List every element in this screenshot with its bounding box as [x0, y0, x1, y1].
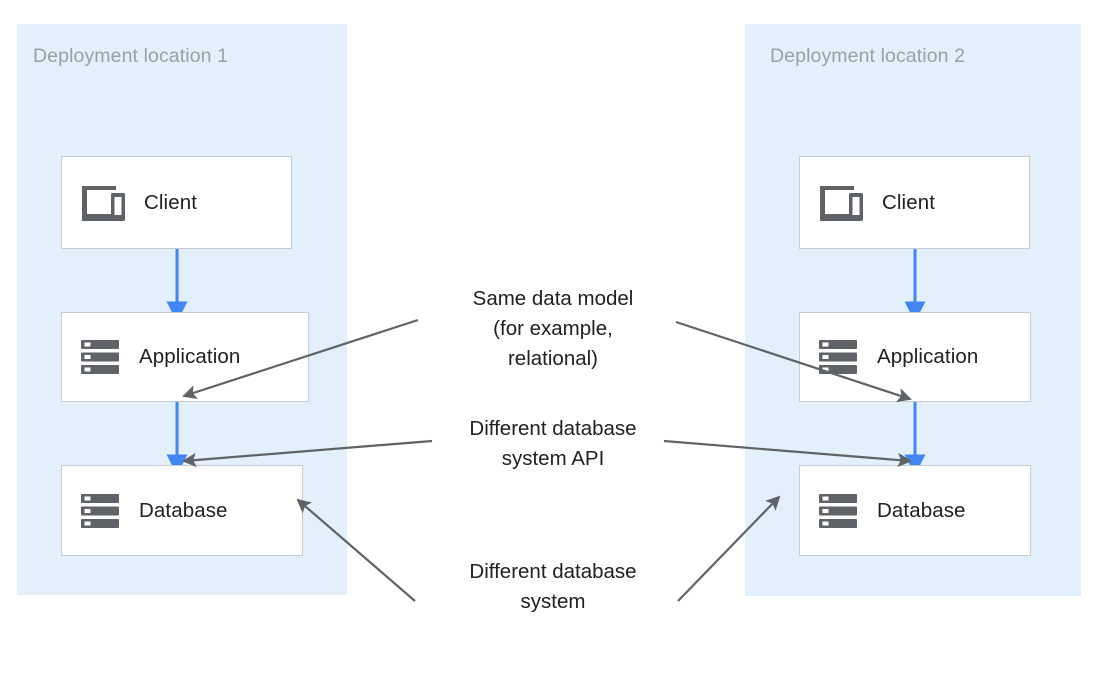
node-left-database[interactable]: Database: [61, 465, 303, 556]
devices-icon: [816, 182, 864, 224]
node-left-client[interactable]: Client: [61, 156, 292, 249]
node-left-client-label: Client: [144, 190, 198, 214]
node-right-application-label: Application: [877, 345, 979, 368]
server-stack-icon: [78, 490, 122, 532]
deployment-zone-1-title: Deployment location 1: [33, 45, 229, 67]
annotation-different-database-system-api: Different database system API: [469, 417, 637, 470]
node-right-client-label: Client: [882, 190, 936, 214]
node-left-application[interactable]: Application: [61, 312, 309, 402]
node-right-database[interactable]: Database: [799, 465, 1031, 556]
devices-icon: [78, 182, 126, 224]
node-left-application-label: Application: [139, 345, 241, 368]
server-stack-icon: [816, 490, 860, 532]
node-right-database-label: Database: [877, 498, 966, 522]
node-right-application[interactable]: Application: [799, 312, 1031, 402]
server-stack-icon: [78, 336, 122, 378]
annotation-different-database-system: Different database system: [469, 560, 637, 613]
deployment-zone-2-title: Deployment location 2: [770, 45, 966, 67]
node-right-client[interactable]: Client: [799, 156, 1030, 249]
node-left-database-label: Database: [139, 498, 228, 522]
annotation-same-data-model: Same data model (for example, relational…: [472, 287, 634, 370]
server-stack-icon: [816, 336, 860, 378]
